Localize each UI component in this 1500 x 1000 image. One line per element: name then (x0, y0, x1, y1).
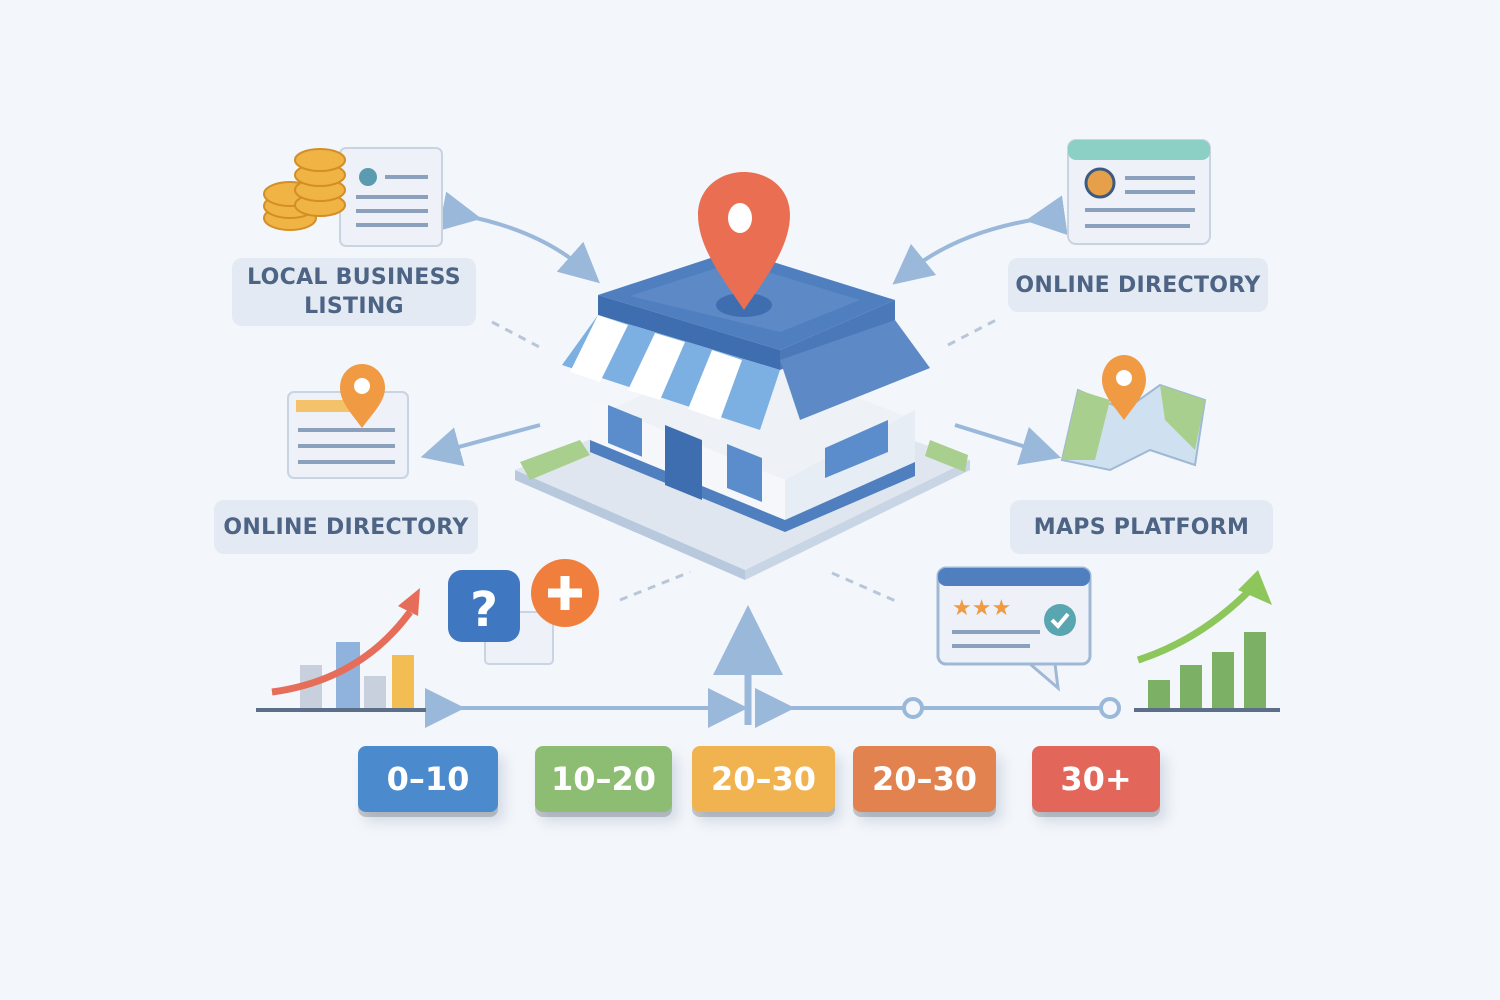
globe-window-icon (1067, 139, 1211, 245)
svg-text:?: ? (470, 582, 498, 638)
map-icon (1060, 355, 1207, 472)
directory-document-icon (287, 364, 409, 479)
bar-chart-up-icon (256, 588, 426, 712)
range-0-10: 0–10 (358, 746, 498, 812)
connector-arrows (420, 191, 1110, 728)
question-plus-icon: ? (448, 559, 599, 665)
label-online-directory-top: ONLINE DIRECTORY (1008, 258, 1268, 312)
label-online-directory-left: ONLINE DIRECTORY (214, 500, 478, 554)
question-icon (448, 570, 520, 642)
svg-text:★★★: ★★★ (952, 596, 1011, 621)
range-20-30-a: 20–30 (692, 746, 835, 812)
star-review-icon: ★★★ (936, 566, 1092, 692)
storefront-icon (515, 172, 970, 580)
range-10-20: 10–20 (535, 746, 672, 812)
label-local-business-listing: LOCAL BUSINESS LISTING (232, 258, 476, 326)
map-pin-icon (340, 364, 385, 428)
bar-chart-growth-icon (1134, 570, 1280, 712)
label-maps-platform: MAPS PLATFORM (1010, 500, 1273, 554)
dashed-connectors (491, 316, 1001, 604)
timeline-node (1099, 697, 1121, 719)
range-20-30-b: 20–30 (853, 746, 996, 812)
range-30-plus: 30+ (1032, 746, 1160, 812)
coins-document-icon (263, 147, 443, 247)
timeline-node (902, 697, 924, 719)
map-pin-icon (698, 172, 790, 310)
